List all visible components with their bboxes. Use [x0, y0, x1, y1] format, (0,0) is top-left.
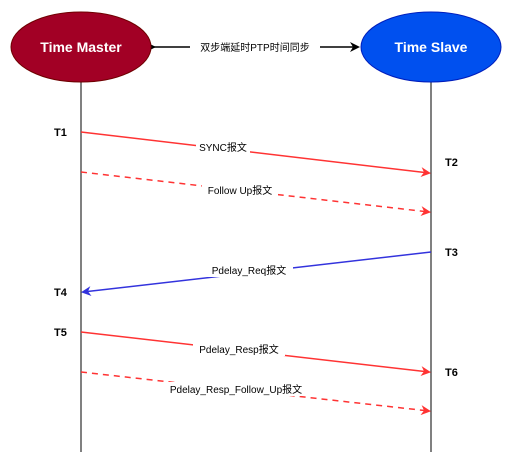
- time-master-node[interactable]: [10, 11, 152, 83]
- follow-up-message-arrow: [80, 171, 431, 217]
- pdelay-resp-follow-up-message-label: Pdelay_Resp_Follow_Up报文: [170, 383, 302, 396]
- timestamp-t4: T4: [54, 287, 68, 299]
- time-slave-label: Time Slave: [395, 39, 468, 55]
- sync-link-label: 双步端延时PTP时间同步: [200, 41, 309, 54]
- timestamp-t5: T5: [54, 327, 67, 339]
- follow-up-message-label: Follow Up报文: [208, 184, 272, 197]
- time-master-label: Time Master: [40, 39, 122, 55]
- timestamp-t3: T3: [445, 247, 458, 259]
- pdelay-resp-message-label: Pdelay_Resp报文: [199, 343, 278, 356]
- pdelay-req-message-label: Pdelay_Req报文: [212, 264, 286, 277]
- sync-message-arrow: [80, 131, 431, 178]
- timestamp-t2: T2: [445, 157, 458, 169]
- sync-message-label: SYNC报文: [199, 141, 247, 154]
- timestamp-t6: T6: [445, 367, 458, 379]
- timestamp-t1: T1: [54, 127, 67, 139]
- pdelay-resp-follow-up-message-arrow: [80, 371, 431, 416]
- time-slave-node[interactable]: [360, 11, 502, 83]
